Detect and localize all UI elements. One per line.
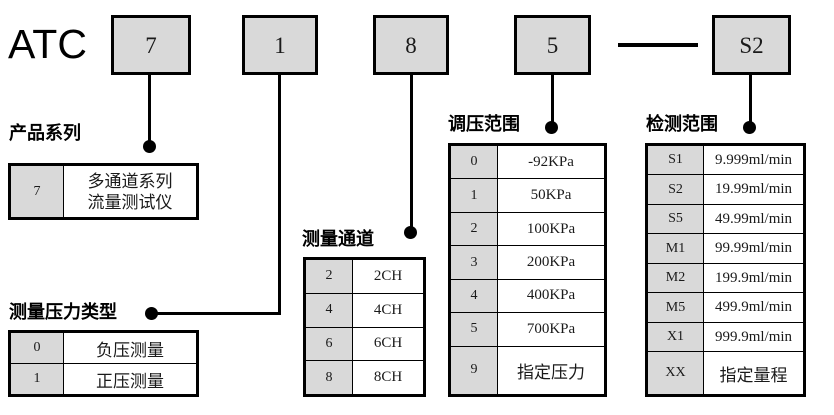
table-row[interactable]: 1 正压测量 xyxy=(10,363,197,395)
code-box-pressure-range[interactable]: 5 xyxy=(514,15,591,75)
cell-code: 2 xyxy=(305,259,353,294)
cell-description: -92KPa xyxy=(497,144,605,180)
cell-description: 50KPa xyxy=(497,178,605,213)
connector-line-product-series xyxy=(148,74,151,146)
cell-code: S5 xyxy=(647,203,704,235)
cell-code: 9 xyxy=(450,345,498,396)
cell-code: 6 xyxy=(305,326,353,362)
cell-description: 2CH xyxy=(352,259,424,294)
connector-dot-measure-channel xyxy=(404,226,417,239)
cell-code: 0 xyxy=(10,332,64,364)
table-row[interactable]: 2 2CH xyxy=(305,259,424,294)
cell-code: 7 xyxy=(10,165,64,218)
code-box-pressure-type[interactable]: 1 xyxy=(242,15,318,75)
table-pressure-type: 0 负压测量 1 正压测量 xyxy=(8,330,199,397)
table-row[interactable]: 2 100KPa xyxy=(450,211,605,247)
cell-description: 200KPa xyxy=(497,245,605,280)
cell-description: 指定量程 xyxy=(703,351,804,395)
connector-line-pressure-type-horizontal xyxy=(152,312,281,315)
connector-line-detection-range xyxy=(749,74,752,127)
model-prefix-label: ATC xyxy=(8,21,87,67)
cell-description: 9.999ml/min xyxy=(703,144,804,176)
table-row[interactable]: 4 400KPa xyxy=(450,278,605,314)
table-row[interactable]: 5 700KPa xyxy=(450,312,605,347)
cell-description: 700KPa xyxy=(497,312,605,347)
cell-code: 4 xyxy=(450,278,498,314)
table-row[interactable]: 0 负压测量 xyxy=(10,332,197,364)
cell-code: 1 xyxy=(450,178,498,213)
cell-description: 199.9ml/min xyxy=(703,262,804,294)
code-box-detection-range[interactable]: S2 xyxy=(712,15,791,75)
table-row[interactable]: S5 49.99ml/min xyxy=(647,203,804,235)
table-row[interactable]: M1 99.99ml/min xyxy=(647,233,804,264)
table-row[interactable]: S1 9.999ml/min xyxy=(647,144,804,176)
cell-description: 指定压力 xyxy=(497,345,605,396)
connector-line-pressure-range xyxy=(551,74,554,127)
cell-description: 负压测量 xyxy=(63,332,197,364)
table-row[interactable]: M5 499.9ml/min xyxy=(647,292,804,323)
table-measure-channel: 2 2CH 4 4CH 6 6CH 8 8CH xyxy=(303,257,426,397)
connector-line-pressure-type-vertical xyxy=(278,74,281,315)
cell-code: S2 xyxy=(647,174,704,205)
table-row[interactable]: X1 999.9ml/min xyxy=(647,321,804,353)
cell-description: 499.9ml/min xyxy=(703,292,804,323)
table-pressure-range: 0 -92KPa 1 50KPa 2 100KPa 3 200KPa 4 400… xyxy=(448,143,607,397)
connector-dot-product-series xyxy=(143,140,156,153)
cell-description: 19.99ml/min xyxy=(703,174,804,205)
cell-code: 2 xyxy=(450,211,498,247)
table-row[interactable]: 4 4CH xyxy=(305,292,424,328)
cell-code: 5 xyxy=(450,312,498,347)
cell-description: 正压测量 xyxy=(63,363,197,395)
heading-detection-range: 检测范围 xyxy=(646,114,718,134)
heading-product-series: 产品系列 xyxy=(9,123,81,143)
connector-line-measure-channel xyxy=(410,74,413,232)
code-box-measure-channel[interactable]: 8 xyxy=(373,15,449,75)
cell-description: 99.99ml/min xyxy=(703,233,804,264)
cell-description: 49.99ml/min xyxy=(703,203,804,235)
table-row[interactable]: XX 指定量程 xyxy=(647,351,804,395)
table-row[interactable]: 7 多通道系列 流量测试仪 xyxy=(10,165,197,218)
table-product-series: 7 多通道系列 流量测试仪 xyxy=(8,163,199,220)
code-box-product-series[interactable]: 7 xyxy=(111,15,191,75)
desc-line-1: 多通道系列 xyxy=(87,171,173,191)
cell-code: XX xyxy=(647,351,704,395)
desc-line-2: 流量测试仪 xyxy=(87,192,173,212)
connector-dot-pressure-range xyxy=(545,121,558,134)
cell-code: X1 xyxy=(647,321,704,353)
table-row[interactable]: 6 6CH xyxy=(305,326,424,362)
cell-description: 8CH xyxy=(352,360,424,395)
cell-description: 多通道系列 流量测试仪 xyxy=(63,165,197,218)
cell-description: 100KPa xyxy=(497,211,605,247)
cell-code: S1 xyxy=(647,144,704,176)
cell-code: 3 xyxy=(450,245,498,280)
cell-code: 4 xyxy=(305,292,353,328)
connector-dot-detection-range xyxy=(743,121,756,134)
cell-description: 400KPa xyxy=(497,278,605,314)
table-row[interactable]: 8 8CH xyxy=(305,360,424,395)
cell-code: M1 xyxy=(647,233,704,264)
cell-description: 6CH xyxy=(352,326,424,362)
table-row[interactable]: 0 -92KPa xyxy=(450,144,605,180)
cell-code: 8 xyxy=(305,360,353,395)
heading-pressure-type: 测量压力类型 xyxy=(9,302,117,322)
heading-pressure-range: 调压范围 xyxy=(448,114,520,134)
table-row[interactable]: S2 19.99ml/min xyxy=(647,174,804,205)
table-row[interactable]: 1 50KPa xyxy=(450,178,605,213)
cell-description: 999.9ml/min xyxy=(703,321,804,353)
cell-code: M2 xyxy=(647,262,704,294)
cell-code: 1 xyxy=(10,363,64,395)
cell-description: 4CH xyxy=(352,292,424,328)
cell-code: 0 xyxy=(450,144,498,180)
table-detection-range: S1 9.999ml/min S2 19.99ml/min S5 49.99ml… xyxy=(645,143,806,397)
heading-measure-channel: 测量通道 xyxy=(302,229,374,249)
separator-dash-icon xyxy=(618,43,698,47)
table-row[interactable]: 3 200KPa xyxy=(450,245,605,280)
cell-code: M5 xyxy=(647,292,704,323)
table-row[interactable]: M2 199.9ml/min xyxy=(647,262,804,294)
table-row[interactable]: 9 指定压力 xyxy=(450,345,605,396)
connector-dot-pressure-type xyxy=(145,307,158,320)
